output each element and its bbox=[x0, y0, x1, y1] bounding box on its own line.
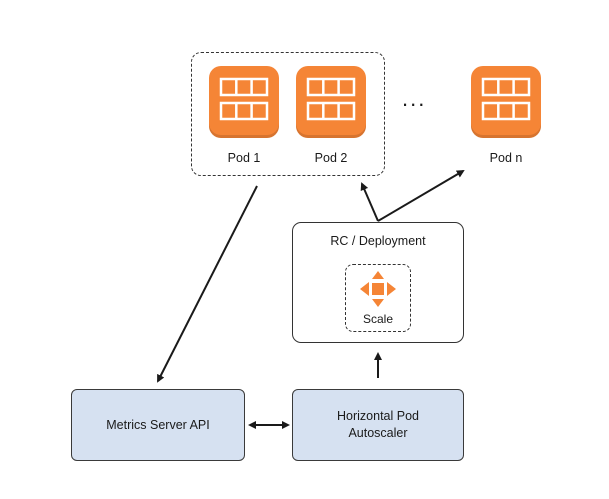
scale-icon bbox=[358, 271, 398, 312]
pod-n-icon bbox=[471, 66, 541, 138]
rc-deployment-box bbox=[292, 222, 464, 343]
scale-label: Scale bbox=[362, 312, 394, 326]
metrics-server-api-label: Metrics Server API bbox=[106, 417, 210, 432]
pods-group-box bbox=[191, 52, 385, 176]
pod-n-label: Pod n bbox=[489, 151, 523, 165]
rc-deployment-title: RC / Deployment bbox=[330, 234, 426, 248]
pod-1-icon bbox=[209, 66, 279, 138]
arrow-rc-to-pod2 bbox=[360, 182, 379, 222]
hpa-label-line2: Autoscaler bbox=[348, 426, 408, 440]
pod-1-label: Pod 1 bbox=[227, 151, 261, 165]
hpa-label-line1: Horizontal Pod bbox=[337, 409, 419, 423]
scale-box bbox=[345, 264, 411, 332]
more-pods-ellipsis: ... bbox=[402, 86, 427, 111]
hpa-box: Horizontal Pod Autoscaler bbox=[292, 389, 464, 461]
pod-2-icon bbox=[296, 66, 366, 138]
arrow-rc-to-podn bbox=[377, 169, 465, 222]
arrow-pods-to-metrics bbox=[157, 185, 258, 383]
metrics-server-api-box: Metrics Server API bbox=[71, 389, 245, 461]
pod-2-label: Pod 2 bbox=[314, 151, 348, 165]
